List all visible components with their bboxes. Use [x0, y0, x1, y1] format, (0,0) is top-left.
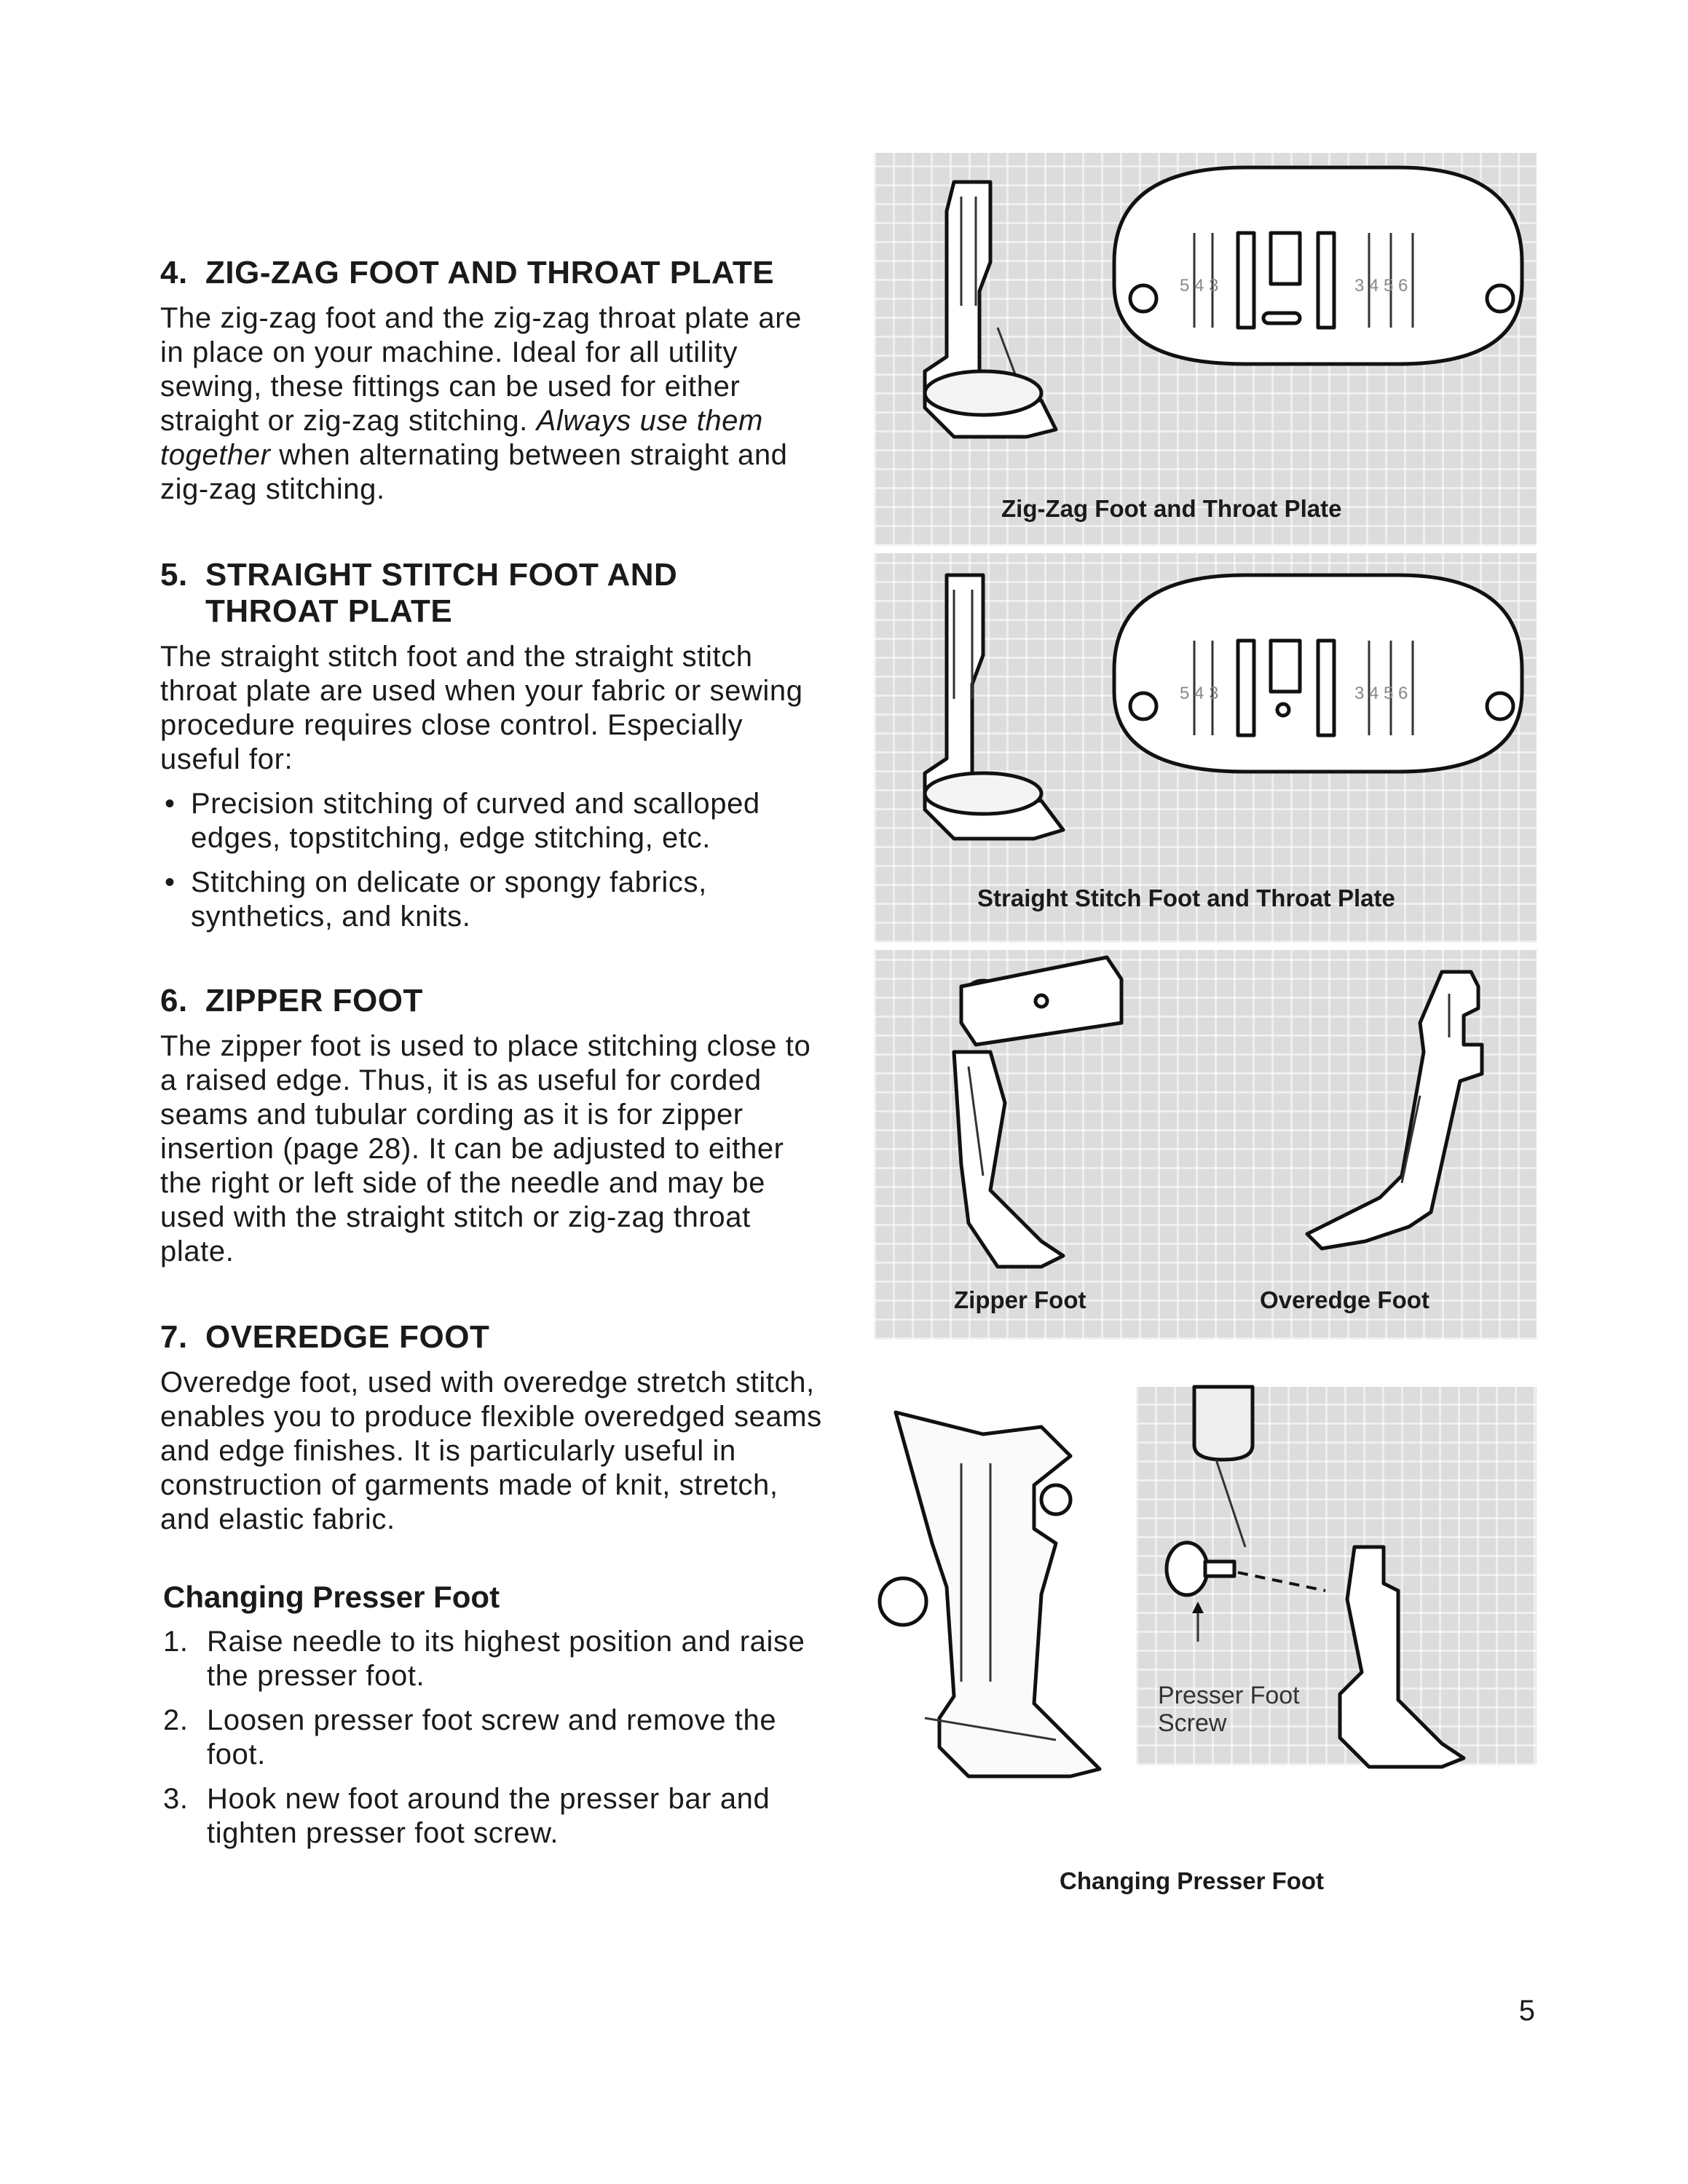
svg-text:5 4 3: 5 4 3 — [1180, 276, 1218, 296]
machine-presser-foot-illustration — [877, 1410, 1102, 1779]
presser-foot-screw-label: Presser Foot Screw — [1158, 1682, 1300, 1737]
svg-text:5 4 3: 5 4 3 — [1180, 684, 1218, 703]
figure-changing-panel: Presser Foot Screw — [1136, 1385, 1537, 1769]
section-4-text: The zig-zag foot and the zig-zag throat … — [160, 302, 802, 505]
step-item: 2.Loosen presser foot screw and remove t… — [163, 1704, 777, 1770]
svg-text:3 4 5 6: 3 4 5 6 — [1354, 276, 1408, 296]
presser-foot-screw-illustration — [1164, 1385, 1466, 1769]
section-5-text: The straight stitch foot and the straigh… — [160, 641, 803, 775]
figure-zipper-overedge-panel: Zipper Foot Overedge Foot — [874, 950, 1537, 1340]
changing-steps: 1.Raise needle to its highest position a… — [163, 1625, 833, 1851]
figure-straight-caption: Straight Stitch Foot and Throat Plate — [977, 885, 1395, 911]
section-7: 7.OVEREDGE FOOT Overedge foot, used with… — [160, 1319, 830, 1537]
section-4: 4.ZIG-ZAG FOOT AND THROAT PLATE The zig-… — [160, 255, 830, 507]
step-item: 3.Hook new foot around the presser bar a… — [163, 1783, 770, 1849]
section-7-heading: 7.OVEREDGE FOOT — [160, 1319, 490, 1355]
zigzag-foot-illustration: 5 4 3 3 4 5 6 — [923, 165, 1524, 439]
section-6: 6.ZIPPER FOOT The zipper foot is used to… — [160, 983, 830, 1269]
changing-heading: Changing Presser Foot — [163, 1580, 500, 1614]
svg-text:3 4 5 6: 3 4 5 6 — [1354, 684, 1408, 703]
section-7-text: Overedge foot, used with overedge stretc… — [160, 1366, 822, 1535]
figure-zigzag-panel: 5 4 3 3 4 5 6 Zig-Zag Foot and Throat Pl… — [874, 153, 1537, 546]
bullet-item: •Stitching on delicate or spongy fabrics… — [165, 866, 707, 933]
section-6-text: The zipper foot is used to place stitchi… — [160, 1030, 811, 1267]
section-5-bullets: •Precision stitching of curved and scall… — [160, 787, 830, 934]
figure-changing-caption: Changing Presser Foot — [1060, 1867, 1325, 1894]
zipper-foot-illustration — [952, 955, 1124, 1269]
figure-straight-panel: 5 4 3 3 4 5 6 Straight Stitch Foot and T… — [874, 553, 1537, 943]
page-number: 5 — [1518, 1995, 1535, 2027]
bullet-item: •Precision stitching of curved and scall… — [165, 788, 760, 854]
section-6-heading: 6.ZIPPER FOOT — [160, 983, 423, 1018]
changing-presser-foot: Changing Presser Foot 1.Raise needle to … — [163, 1580, 833, 1851]
section-4-heading: 4.ZIG-ZAG FOOT AND THROAT PLATE — [160, 255, 775, 290]
figure-overedge-caption: Overedge Foot — [1260, 1286, 1429, 1313]
figure-zigzag-caption: Zig-Zag Foot and Throat Plate — [1001, 495, 1342, 522]
overedge-foot-illustration — [1305, 970, 1484, 1251]
figure-zipper-caption: Zipper Foot — [954, 1286, 1086, 1313]
straight-stitch-foot-illustration: 5 4 3 3 4 5 6 — [923, 573, 1524, 841]
step-item: 1.Raise needle to its highest position a… — [163, 1626, 805, 1692]
